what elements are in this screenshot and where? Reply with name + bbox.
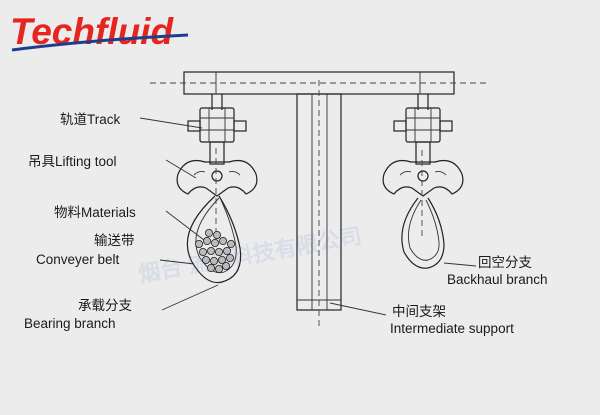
- logo-text: Techfluid: [10, 11, 174, 52]
- left-lifting-tool: [176, 159, 258, 197]
- leader-intermediate-support: [329, 302, 387, 316]
- label-backhaul-zh: 回空分支: [478, 255, 532, 270]
- intermediate-support: [296, 80, 342, 330]
- label-track: 轨道Track: [60, 112, 120, 127]
- leader-backhaul-branch: [443, 262, 477, 267]
- label-lifting-tool: 吊具Lifting tool: [28, 154, 117, 169]
- leader-conveyor-belt: [159, 259, 195, 265]
- label-support-en: Intermediate support: [390, 321, 514, 336]
- materials-balls: [194, 228, 235, 273]
- leader-bearing-branch: [161, 284, 219, 311]
- leader-materials: [165, 210, 205, 241]
- right-hanger: [382, 94, 464, 269]
- label-bearing-en: Bearing branch: [24, 316, 116, 331]
- label-support-zh: 中间支架: [392, 304, 446, 319]
- right-conveyor-belt: [401, 197, 445, 269]
- left-conveyor-belt: [186, 195, 242, 284]
- label-conveyor-en: Conveyer belt: [36, 252, 120, 267]
- label-materials: 物料Materials: [54, 205, 136, 220]
- label-conveyor-zh: 输送带: [94, 233, 135, 248]
- label-bearing-zh: 承载分支: [78, 298, 132, 313]
- watermark-text: 烟台 流体科技有限公司: [137, 223, 364, 287]
- leader-lifting-tool: [165, 159, 197, 179]
- left-hanger: [176, 94, 258, 284]
- leader-lines: [139, 117, 477, 316]
- right-lifting-tool: [382, 159, 464, 197]
- leader-track: [139, 117, 203, 129]
- techfluid-logo: Techfluid: [10, 11, 189, 52]
- logo-swoosh: [11, 33, 189, 52]
- top-beam: [150, 71, 490, 95]
- label-backhaul-en: Backhaul branch: [447, 272, 548, 287]
